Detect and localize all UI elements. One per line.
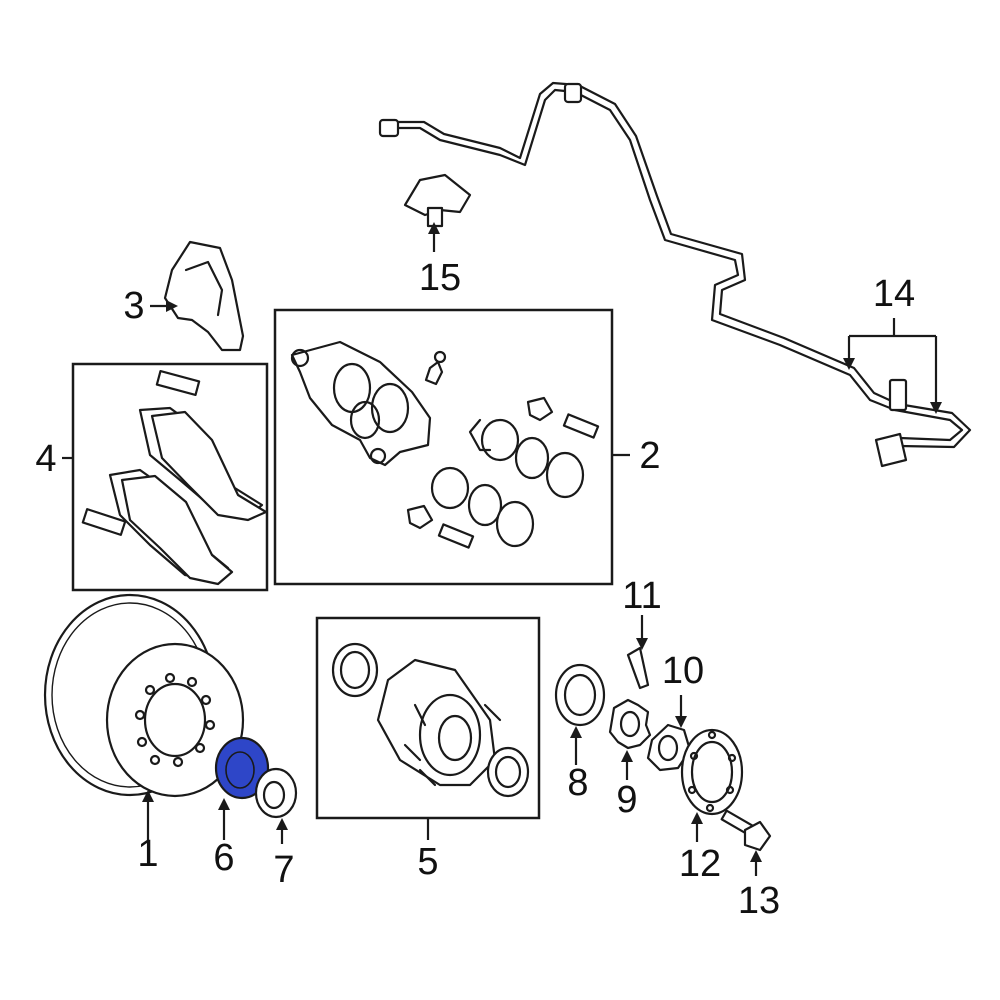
- group-box-2-caliper: [273, 308, 614, 586]
- part-8-outer-bearing[interactable]: [554, 663, 606, 727]
- part-14-brake-line[interactable]: [378, 81, 972, 468]
- callout-5: 5: [417, 841, 438, 883]
- part-13-bolt[interactable]: [720, 809, 772, 852]
- part-2-caliper[interactable]: [290, 340, 600, 549]
- callout-10: 10: [662, 650, 704, 692]
- callout-labels: 1 2 3 4 5 6 7 8 9 10 11 12 13 14 15: [35, 257, 915, 922]
- callout-2: 2: [639, 435, 660, 477]
- part-10-nut[interactable]: [646, 723, 692, 772]
- callout-6: 6: [213, 837, 234, 879]
- callout-12: 12: [679, 843, 721, 885]
- callout-1: 1: [137, 833, 158, 875]
- callout-4: 4: [35, 438, 56, 480]
- part-6-seal[interactable]: [214, 736, 270, 800]
- part-11-key[interactable]: [626, 646, 650, 690]
- part-9-lock-washer[interactable]: [608, 698, 652, 750]
- leader-lines: [62, 222, 942, 876]
- part-1-rotor[interactable]: [43, 593, 245, 798]
- callout-11: 11: [622, 575, 661, 617]
- callout-13: 13: [738, 880, 780, 922]
- callout-15: 15: [419, 257, 461, 299]
- part-15-abs-sensor[interactable]: [403, 173, 472, 228]
- callout-14: 14: [873, 273, 915, 315]
- part-7-inner-bearing[interactable]: [254, 767, 298, 819]
- callout-3: 3: [123, 285, 144, 327]
- part-5-hub[interactable]: [331, 642, 530, 798]
- callout-9: 9: [616, 779, 637, 821]
- part-4-brake-pads[interactable]: [81, 369, 268, 586]
- callout-7: 7: [273, 849, 294, 891]
- part-12-gasket[interactable]: [680, 728, 744, 816]
- part-3-caliper-bracket[interactable]: [163, 240, 245, 352]
- group-box-4-brake-pads: [71, 362, 269, 592]
- callout-8: 8: [567, 762, 588, 804]
